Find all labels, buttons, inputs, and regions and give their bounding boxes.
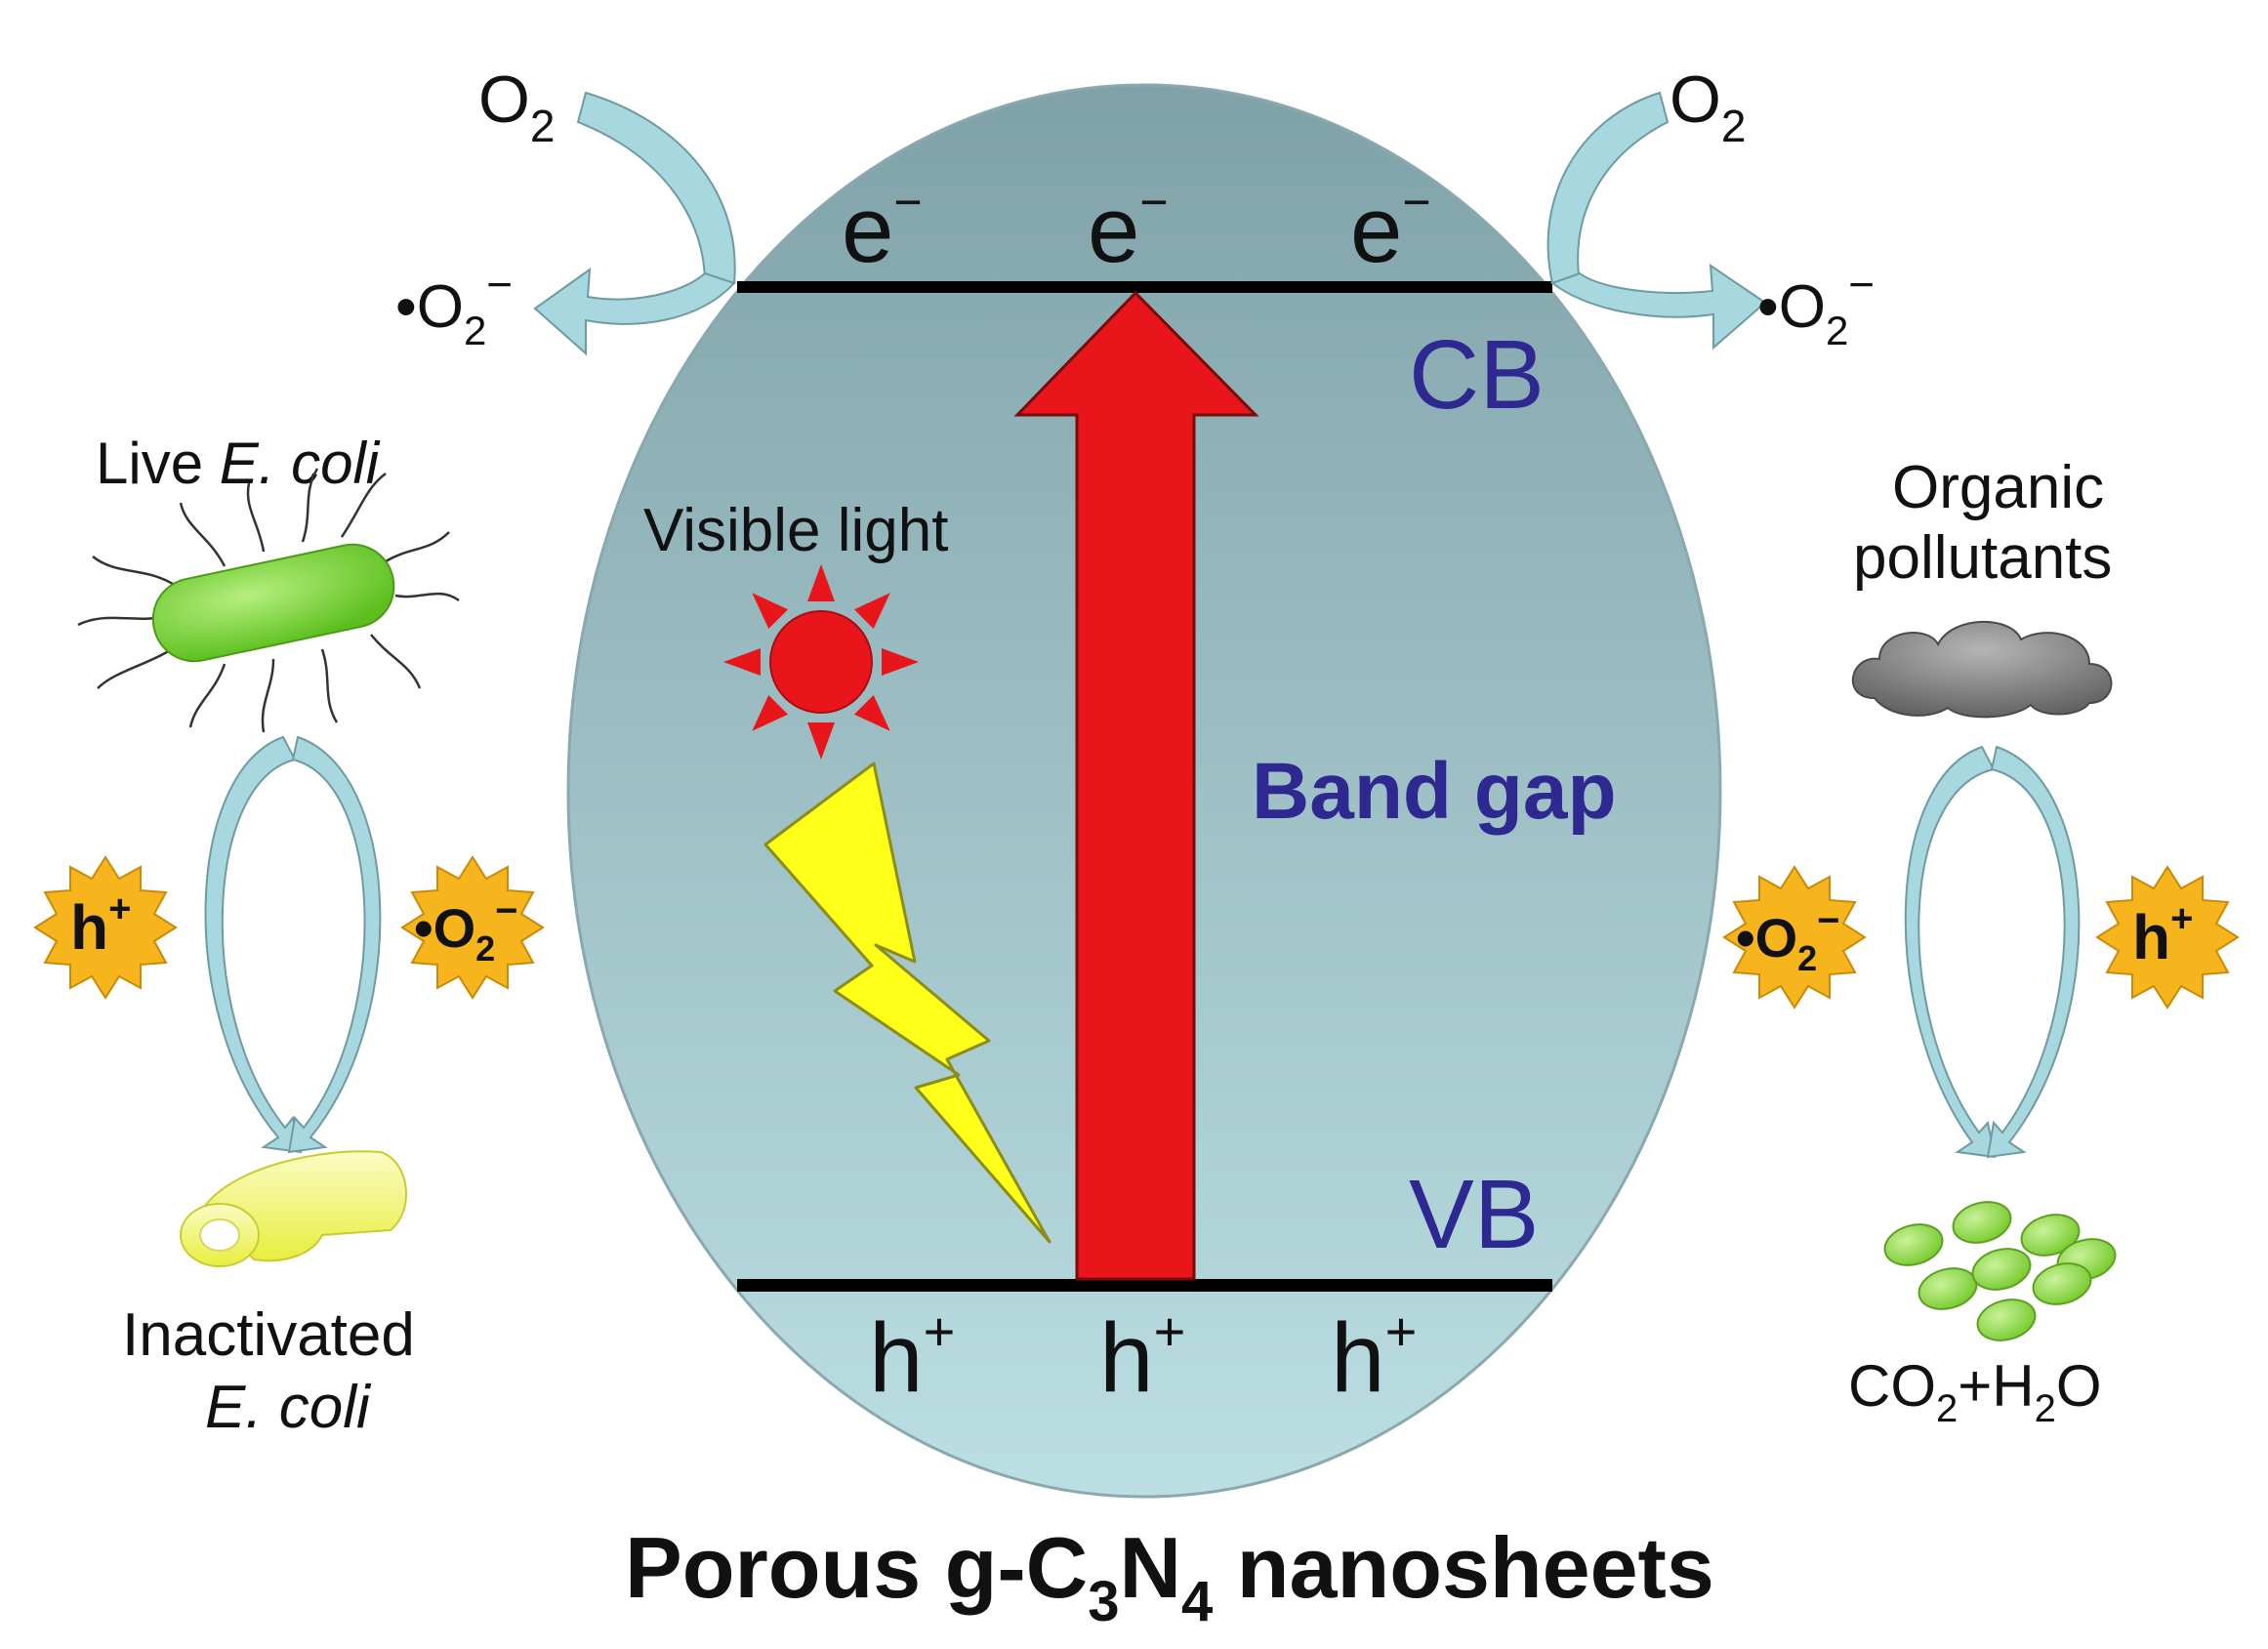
curved-arrow-icon xyxy=(1546,91,1670,284)
excitation-arrow xyxy=(1013,290,1259,1281)
hole-label: h+ xyxy=(869,1300,955,1413)
burst-icon: •O2− xyxy=(400,855,545,1000)
curved-arrow-icon xyxy=(576,91,736,284)
hole-label: h+ xyxy=(1331,1300,1417,1413)
h-plus-label: h+ xyxy=(2132,897,2193,972)
h-plus-label: h+ xyxy=(70,887,131,963)
superoxide-burst-label: •O2− xyxy=(414,889,518,969)
vb-label: VB xyxy=(1409,1160,1539,1269)
pollutants-label: pollutants xyxy=(1853,524,2112,592)
electron-label: e− xyxy=(1350,175,1431,282)
lightning-icon xyxy=(763,762,1052,1244)
superoxide-left-label: •O2− xyxy=(395,259,513,353)
inactivated-label: Inactivated xyxy=(122,1301,415,1369)
hole-label: h+ xyxy=(1099,1300,1185,1413)
bacterium-icon xyxy=(77,468,460,733)
cb-label: CB xyxy=(1409,320,1545,430)
visible-light-label: Visible light xyxy=(643,497,948,564)
product-dots-icon xyxy=(1883,1201,2117,1341)
curved-arrow-icon xyxy=(533,267,736,356)
valence-band-line xyxy=(737,1279,1552,1292)
cloud-icon xyxy=(1851,620,2113,719)
curved-arrow-icon xyxy=(1904,745,1997,1159)
inactivated-bacterium-icon xyxy=(180,1150,407,1267)
burst-icon: h+ xyxy=(2095,865,2240,1010)
curved-arrow-icon xyxy=(1549,264,1767,350)
burst-icon: •O2− xyxy=(1722,865,1867,1010)
electron-label: e− xyxy=(842,175,923,282)
sun-icon xyxy=(723,564,919,760)
superoxide-burst-label: •O2− xyxy=(1736,899,1840,978)
organic-label: Organic xyxy=(1892,454,2104,521)
live-ecoli-label: Live E. coli xyxy=(96,431,381,496)
o2-left-label: O2 xyxy=(478,62,556,151)
inactivated-species-label: E. coli xyxy=(205,1374,372,1441)
band-gap-label: Band gap xyxy=(1252,747,1617,836)
curved-arrow-icon xyxy=(1986,745,2081,1159)
electron-label: e− xyxy=(1088,175,1169,282)
electron-labels: e− e− e− xyxy=(842,175,1431,282)
o2-right-label: O2 xyxy=(1670,62,1747,151)
burst-icon: h+ xyxy=(33,855,178,1000)
conduction-band-line xyxy=(737,281,1552,293)
hole-labels: h+ h+ h+ xyxy=(869,1300,1417,1413)
curved-arrow-icon xyxy=(204,735,303,1154)
curved-arrow-icon xyxy=(287,735,382,1154)
superoxide-right-label: •O2− xyxy=(1757,259,1875,353)
co2-h2o-label: CO2+H2O xyxy=(1848,1353,2102,1430)
diagram-caption: Porous g-C3N4 nanosheets xyxy=(625,1519,1714,1633)
